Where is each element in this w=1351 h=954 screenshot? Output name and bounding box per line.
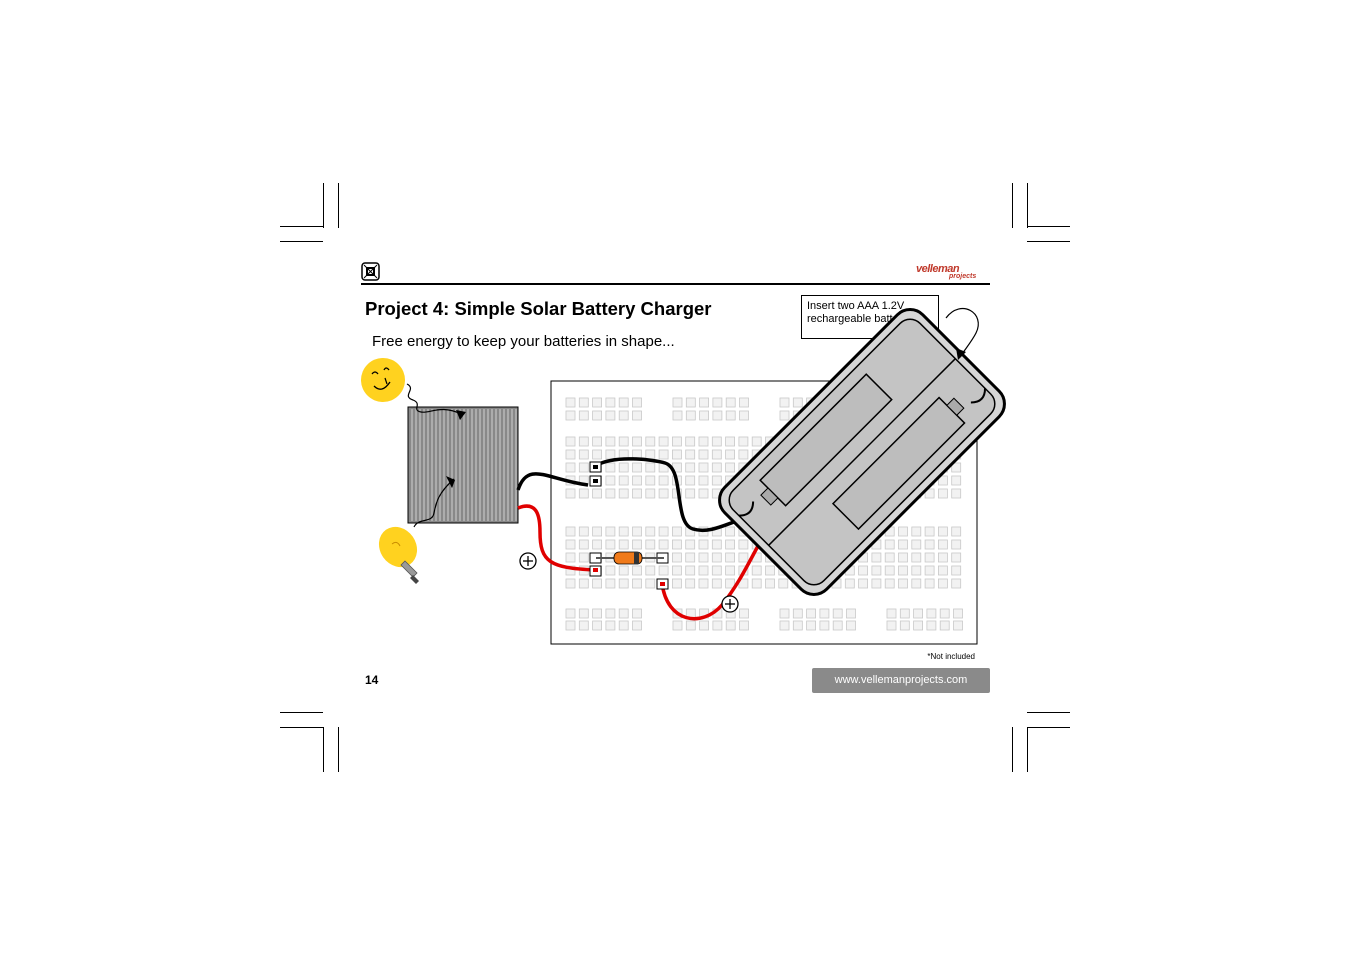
crop-mark bbox=[1012, 727, 1013, 772]
battery-callout: Insert two AAA 1.2V rechargeable batteri… bbox=[801, 295, 939, 339]
callout-line-1: Insert two AAA 1.2V bbox=[807, 300, 905, 312]
crop-mark bbox=[323, 727, 324, 772]
callout-line-2: rechargeable batteries* bbox=[807, 313, 921, 325]
crop-mark bbox=[1027, 727, 1028, 772]
sun-icon bbox=[361, 358, 405, 402]
page-subtitle: Free energy to keep your batteries in sh… bbox=[372, 333, 675, 350]
header-rule bbox=[361, 283, 990, 285]
chip-icon bbox=[361, 262, 380, 281]
crop-mark bbox=[280, 226, 323, 227]
crop-mark bbox=[323, 183, 324, 228]
crop-mark bbox=[338, 727, 339, 772]
velleman-logo: velleman bbox=[916, 263, 960, 275]
battery-slot bbox=[759, 373, 893, 507]
crop-mark bbox=[1027, 727, 1070, 728]
footnote: *Not included bbox=[927, 652, 975, 661]
crop-mark bbox=[1027, 183, 1028, 228]
crop-mark bbox=[1027, 226, 1070, 227]
ray-arrowhead bbox=[456, 410, 466, 420]
crop-mark bbox=[1027, 712, 1070, 713]
crop-mark bbox=[280, 727, 323, 728]
light-ray bbox=[413, 478, 455, 528]
crop-mark bbox=[338, 183, 339, 228]
crop-mark bbox=[280, 241, 323, 242]
crop-mark bbox=[280, 712, 323, 713]
callout-arrow bbox=[945, 307, 979, 358]
breadboard bbox=[550, 380, 978, 645]
wire-red-panel bbox=[517, 504, 596, 572]
crop-mark bbox=[1027, 241, 1070, 242]
sun-ray bbox=[406, 383, 462, 415]
breadboard-holes bbox=[565, 397, 963, 631]
page-title: Project 4: Simple Solar Battery Charger bbox=[365, 298, 712, 319]
battery-slot bbox=[831, 396, 966, 531]
lightbulb-icon bbox=[378, 526, 419, 584]
wire-black-holder bbox=[594, 457, 754, 532]
diode bbox=[596, 551, 664, 565]
crop-mark bbox=[1012, 183, 1013, 228]
battery-holder bbox=[718, 308, 1006, 596]
solar-panel bbox=[407, 406, 519, 524]
wire-black-panel bbox=[516, 472, 589, 491]
ray-arrowhead bbox=[446, 476, 455, 488]
wire-red-holder bbox=[660, 529, 769, 621]
velleman-logo-sub: projects bbox=[949, 273, 977, 280]
plus-terminal-icon bbox=[519, 552, 537, 570]
website-link[interactable]: www.vellemanprojects.com bbox=[812, 668, 990, 693]
plus-terminal-icon bbox=[721, 595, 739, 613]
page-number: 14 bbox=[365, 673, 379, 687]
